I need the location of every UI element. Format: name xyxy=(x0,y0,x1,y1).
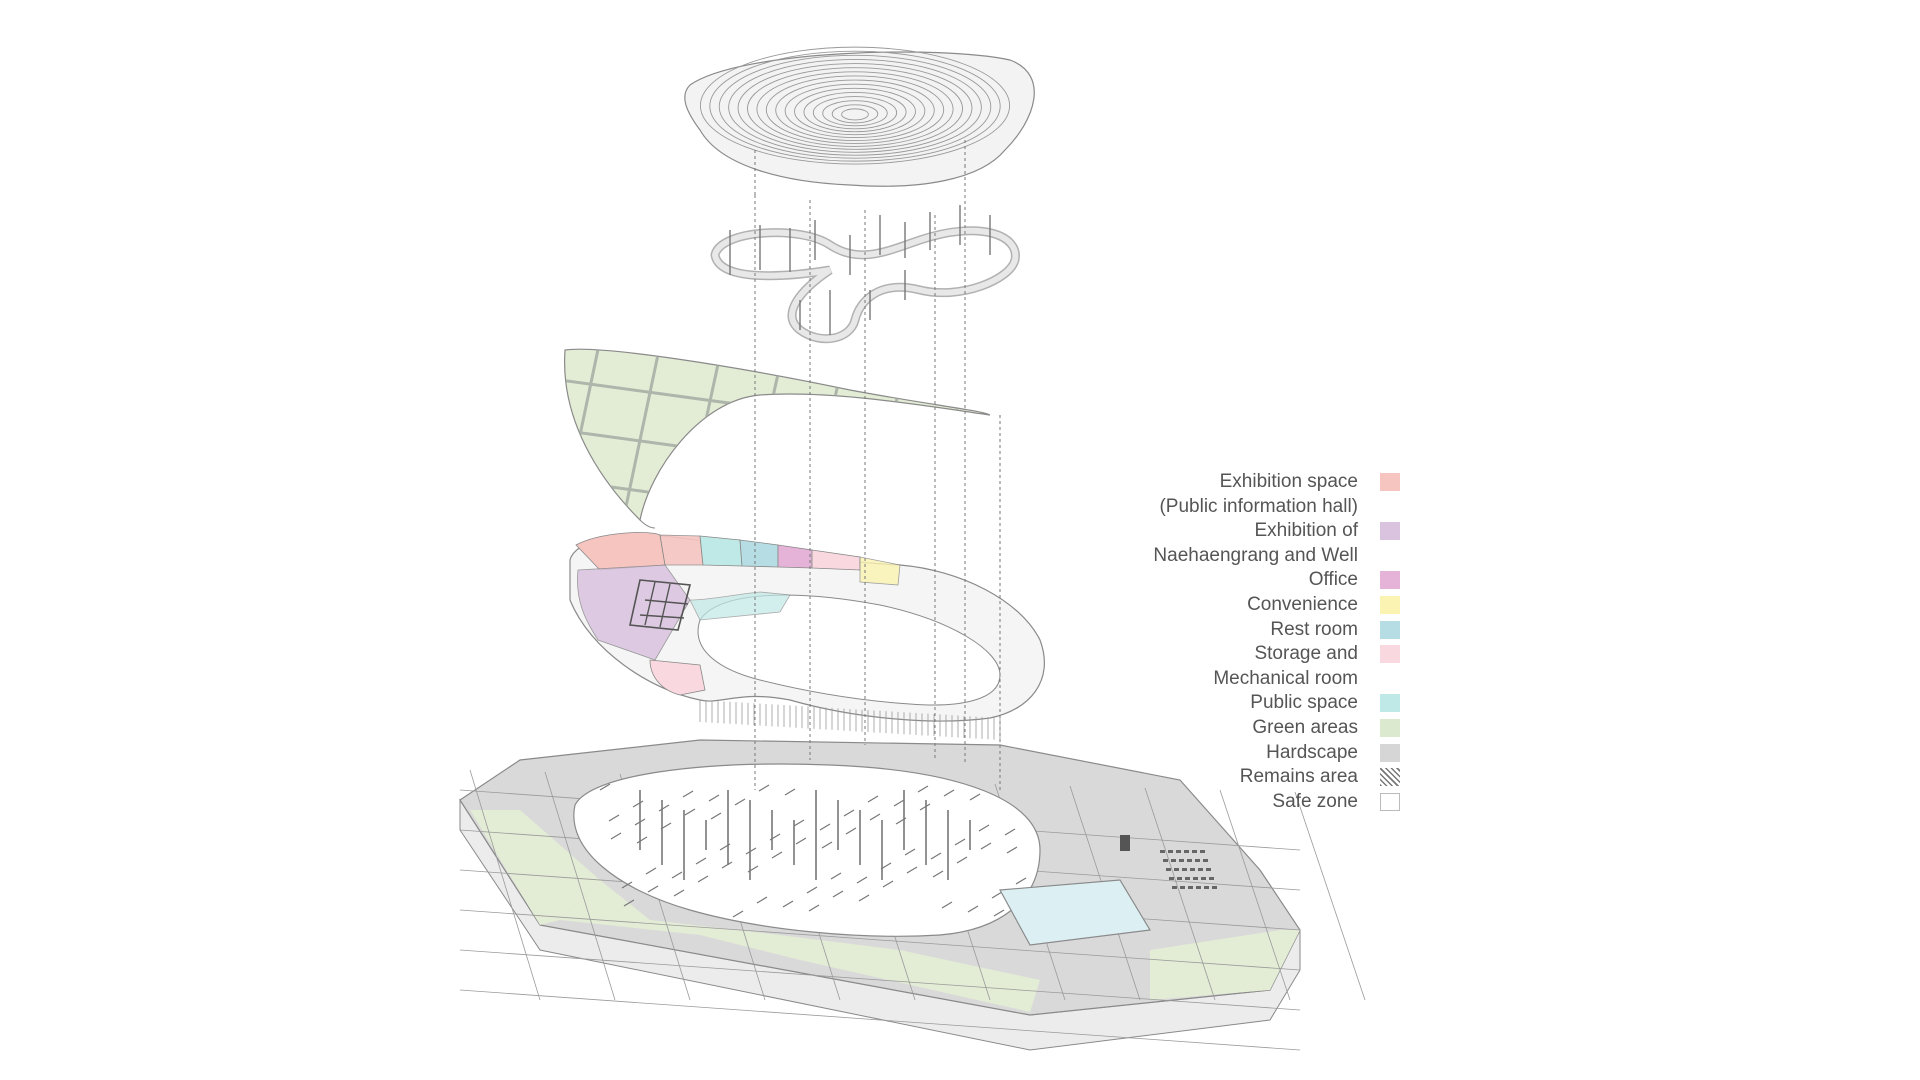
legend-item: Safe zone xyxy=(1080,790,1400,815)
legend-swatch xyxy=(1380,473,1400,491)
legend-item: Hardscape xyxy=(1080,741,1400,766)
legend-item: Exhibition space xyxy=(1080,470,1400,495)
legend-label: Exhibition space xyxy=(1219,471,1358,492)
legend-item: Storage and xyxy=(1080,642,1400,667)
legend-label: (Public information hall) xyxy=(1159,495,1358,517)
legend-label: Exhibition of xyxy=(1254,520,1358,542)
legend-label: Green areas xyxy=(1252,716,1358,738)
legend-label: Naehaengrang and Well xyxy=(1153,544,1358,566)
legend-item: Public space xyxy=(1080,691,1400,716)
legend: Exhibition space (Public information hall… xyxy=(1080,470,1400,814)
legend-item: Naehaengrang and Well xyxy=(1080,544,1400,569)
legend-label: Convenience xyxy=(1247,593,1358,615)
legend-item: (Public information hall) xyxy=(1080,495,1400,520)
legend-swatch xyxy=(1380,768,1400,787)
roof-canopy xyxy=(684,46,1035,187)
legend-item: Exhibition of xyxy=(1080,519,1400,544)
legend-swatch xyxy=(1380,694,1400,713)
legend-swatch xyxy=(1380,718,1400,737)
legend-item: Remains area xyxy=(1080,765,1400,790)
legend-label: Public space xyxy=(1250,692,1358,714)
legend-swatch xyxy=(1380,792,1400,811)
legend-label: Office xyxy=(1308,569,1358,591)
legend-label: Safe zone xyxy=(1272,790,1358,812)
legend-swatch xyxy=(1380,620,1400,639)
legend-swatch xyxy=(1380,645,1400,664)
legend-item: Rest room xyxy=(1080,618,1400,643)
legend-swatch xyxy=(1380,571,1400,590)
ground-floor-plan xyxy=(569,532,1045,740)
legend-label: Remains area xyxy=(1239,766,1358,788)
legend-label: Mechanical room xyxy=(1213,667,1358,689)
legend-item: Office xyxy=(1080,568,1400,593)
legend-item: Mechanical room xyxy=(1080,667,1400,692)
legend-label: Storage and xyxy=(1254,643,1358,665)
alignment-lines xyxy=(754,140,1001,790)
legend-swatch xyxy=(1380,595,1400,614)
legend-swatch xyxy=(1380,522,1400,541)
legend-item: Convenience xyxy=(1080,593,1400,618)
site-base xyxy=(459,739,1366,1051)
figure-eight-walkway xyxy=(710,205,1020,344)
legend-label: Rest room xyxy=(1270,618,1358,640)
legend-item: Green areas xyxy=(1080,716,1400,741)
legend-swatch xyxy=(1380,743,1400,762)
legend-label: Hardscape xyxy=(1266,741,1358,763)
